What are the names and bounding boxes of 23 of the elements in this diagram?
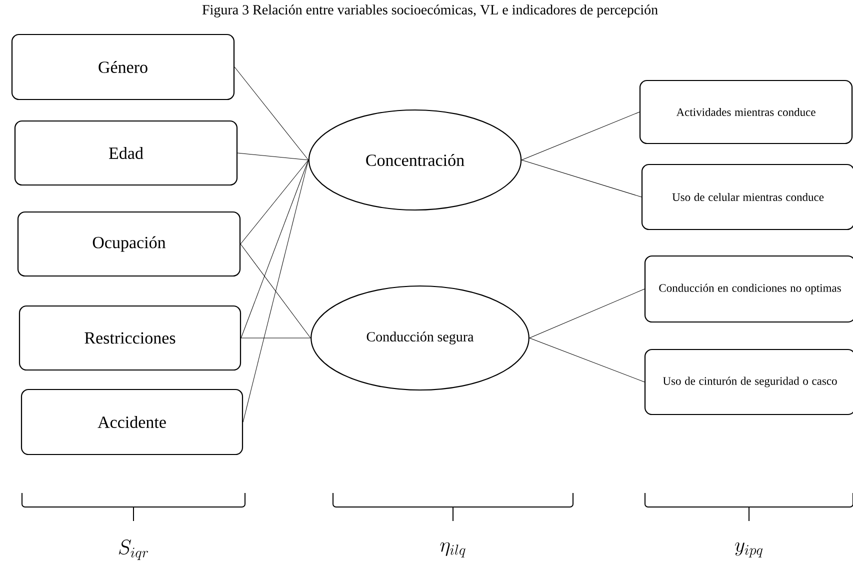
connector-line bbox=[237, 152, 309, 160]
connector-line bbox=[521, 112, 640, 160]
indicator-box: Conducción en condiciones no optimas bbox=[644, 255, 853, 323]
variable-box: Restricciones bbox=[18, 305, 242, 371]
connector-line bbox=[521, 160, 642, 198]
connector-line bbox=[240, 160, 309, 338]
variable-box: Género bbox=[11, 34, 235, 100]
connector-line bbox=[529, 288, 645, 338]
variable-box: Ocupación bbox=[17, 211, 241, 277]
indicator-box: Uso de cinturón de seguridad o casco bbox=[644, 348, 853, 416]
connector-line bbox=[240, 244, 311, 338]
connector-line bbox=[242, 160, 309, 422]
symbol-label: $y_{ipq}$ bbox=[735, 542, 763, 558]
symbol-label: $S_{iqr}$ bbox=[118, 540, 148, 560]
connector-line bbox=[529, 338, 645, 382]
indicator-box: Uso de celular mientras conduce bbox=[641, 164, 853, 230]
indicator-box: Actividades mientras conduce bbox=[639, 80, 853, 144]
connector-line bbox=[234, 66, 309, 160]
connector-line bbox=[240, 160, 309, 244]
variable-box: Accidente bbox=[20, 388, 244, 456]
variable-box: Edad bbox=[14, 120, 238, 186]
symbol-label: $\eta_{ilq}$ bbox=[440, 542, 466, 558]
title: Figura 3 Relación entre variables socioecómicas, VL e indicadores de percepción bbox=[202, 4, 658, 18]
